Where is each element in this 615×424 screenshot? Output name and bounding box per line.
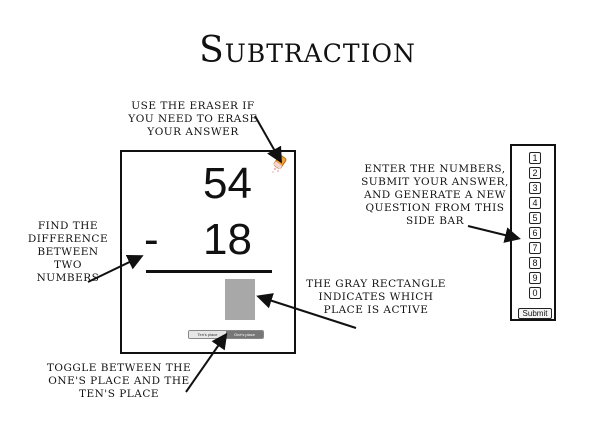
toggle-arrow <box>185 332 228 393</box>
difference-note: Find the difference between two numbers <box>27 220 109 284</box>
sidebar-arrow <box>467 225 521 243</box>
minuend: 54 <box>203 159 252 208</box>
eraser-note: Use the eraser if you need to erase your… <box>128 100 258 138</box>
digit-button-1[interactable]: 1 <box>529 152 541 164</box>
digit-button-7[interactable]: 7 <box>529 242 541 254</box>
digit-button-0[interactable]: 0 <box>529 287 541 299</box>
active-place-indicator[interactable] <box>225 279 255 320</box>
digit-button-4[interactable]: 4 <box>529 197 541 209</box>
toggle-note: Toggle between the one's place and the t… <box>46 362 192 400</box>
tens-place-option[interactable]: Ten's place <box>189 331 226 338</box>
subtrahend: 18 <box>203 215 252 264</box>
digit-button-6[interactable]: 6 <box>529 227 541 239</box>
gray-rectangle-note: The gray rectangle indicates which place… <box>306 278 446 316</box>
ones-place-option[interactable]: One's place <box>226 331 263 338</box>
answer-line <box>146 270 272 273</box>
submit-button[interactable]: Submit <box>518 308 552 319</box>
digit-button-3[interactable]: 3 <box>529 182 541 194</box>
digit-button-9[interactable]: 9 <box>529 272 541 284</box>
minus-sign: - <box>144 215 159 264</box>
problem-panel: 54 - 18 Ten's place One's place <box>120 150 296 354</box>
gray-rectangle-arrow <box>256 293 357 329</box>
difference-arrow <box>87 254 144 283</box>
digit-button-5[interactable]: 5 <box>529 212 541 224</box>
page-title: Subtraction <box>199 30 416 71</box>
number-sidebar: 1 2 3 4 5 6 7 8 9 0 Submit <box>510 144 556 321</box>
digit-button-2[interactable]: 2 <box>529 167 541 179</box>
eraser-arrow <box>254 115 282 164</box>
digit-button-8[interactable]: 8 <box>529 257 541 269</box>
sidebar-note: Enter the numbers, submit your answer, a… <box>361 163 509 227</box>
